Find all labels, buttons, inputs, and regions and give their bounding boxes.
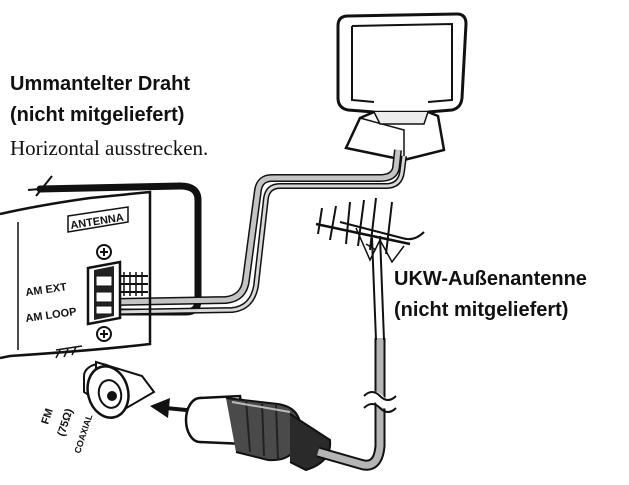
screw-icon-top (96, 244, 112, 260)
fm-antenna-label-line2: (nicht mitgeliefert) (394, 299, 569, 321)
receiver-back-panel: ANTENNA AM EXT AM LOOP (0, 190, 152, 455)
fm-label: FM (39, 407, 55, 426)
screw-icon-bottom (96, 326, 112, 342)
coaxial-label: COAXIAL (72, 413, 94, 455)
ground-icon (55, 345, 83, 359)
am-ext-label: AM EXT (25, 281, 68, 299)
am-loop-label: AM LOOP (25, 306, 78, 325)
am-terminal-block (86, 260, 148, 326)
fm-ohm-label: (75Ω) (55, 407, 75, 438)
fm-antenna-label-line1: UKW-Außenantenne (394, 268, 587, 290)
fm-coaxial-cable (316, 338, 402, 471)
fm-coaxial-connector (184, 394, 332, 472)
am-loop-antenna (336, 12, 468, 162)
covered-wire-instruction: Horizontal ausstrecken. (10, 136, 209, 160)
covered-wire-label-line2: (nicht mitgeliefert) (10, 104, 185, 126)
loop-antenna-cable (111, 149, 407, 315)
covered-wire-label-line1: Ummantelter Draht (10, 73, 191, 95)
coaxial-plug (86, 360, 156, 419)
fm-outdoor-antenna (315, 197, 425, 341)
